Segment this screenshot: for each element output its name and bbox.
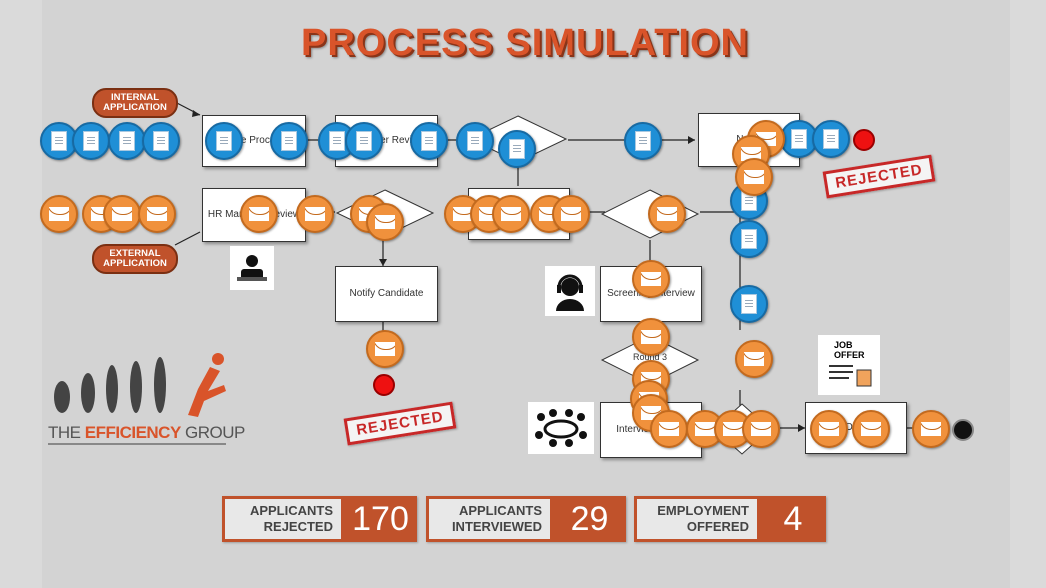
envelope-token-icon [552,195,590,233]
meeting-icon [528,402,594,454]
envelope-token-icon [240,195,278,233]
job-offer-text: JOB OFFER [834,340,865,360]
logo-prefix: THE [48,423,85,442]
document-token-icon [624,122,662,160]
document-token-icon [456,122,494,160]
envelope-token-icon [366,203,404,241]
envelope-token-icon [648,195,686,233]
document-token-icon [205,122,243,160]
logo-text: THE EFFICIENCY GROUP [48,423,245,443]
external-application-pill: EXTERNAL APPLICATION [92,244,178,274]
document-token-icon [498,130,536,168]
reject-end-point-bottom [373,374,395,396]
envelope-token-icon [735,340,773,378]
envelope-token-icon [103,195,141,233]
envelope-token-icon [912,410,950,448]
round3-label: Round 3 [632,352,668,362]
envelope-token-icon [138,195,176,233]
envelope-token-icon [632,260,670,298]
stat-value: 29 [570,499,609,538]
notify-candidate-box: Notify Candidate [335,266,438,322]
logo-suffix: GROUP [180,423,245,442]
simulation-stage [42,0,1010,588]
document-token-icon [142,122,180,160]
document-token-icon [40,122,78,160]
hire-end-point [952,419,974,441]
headset-icon [545,266,595,316]
stat-value: 170 [352,499,409,538]
logo-underline [48,443,226,445]
logo-highlight: EFFICIENCY [84,423,182,442]
document-token-icon [730,220,768,258]
left-margin [0,0,42,588]
envelope-token-icon [40,195,78,233]
document-token-icon [410,122,448,160]
efficiency-group-logo: THE EFFICIENCY GROUP [48,345,245,450]
envelope-token-icon [810,410,848,448]
job-offer-icon: JOB OFFER [818,335,880,395]
stat-value: 4 [783,499,803,538]
envelope-token-icon [492,195,530,233]
document-token-icon [270,122,308,160]
document-token-icon [812,120,850,158]
document-token-icon [730,285,768,323]
envelope-token-icon [650,410,688,448]
internal-application-pill: INTERNAL APPLICATION [92,88,178,118]
page-title: PROCESS SIMULATION [301,22,749,64]
document-token-icon [72,122,110,160]
right-margin [1010,0,1046,588]
document-token-icon [108,122,146,160]
envelope-token-icon [735,158,773,196]
envelope-token-icon [366,330,404,368]
reject-end-point-top [853,129,875,151]
document-token-icon [345,122,383,160]
envelope-token-icon [742,410,780,448]
evolution-logo-icon [54,353,226,417]
envelope-token-icon [852,410,890,448]
envelope-token-icon [296,195,334,233]
worker-icon [230,246,274,290]
envelope-token-icon [632,318,670,356]
